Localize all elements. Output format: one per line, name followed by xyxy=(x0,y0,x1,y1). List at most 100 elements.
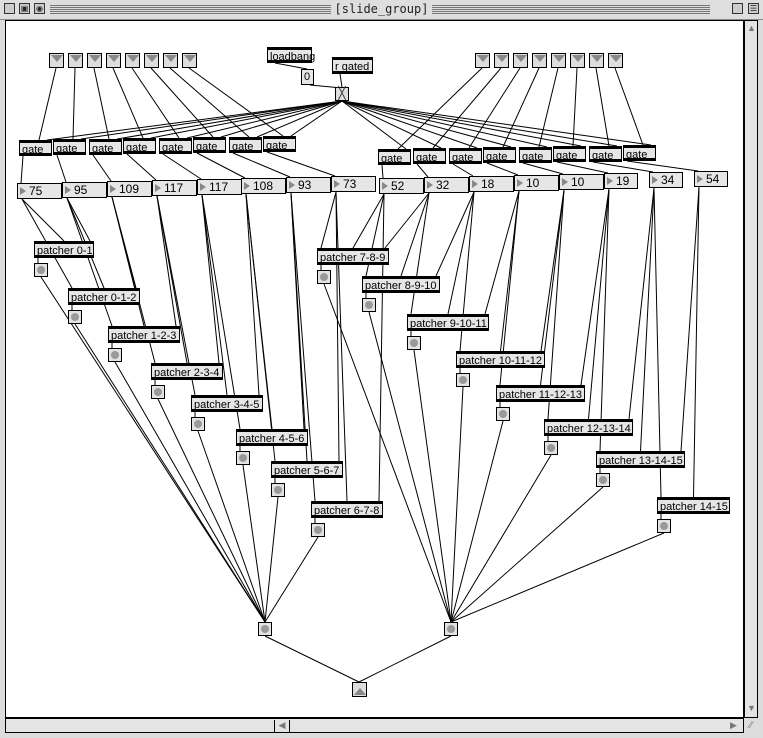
number-box[interactable]: 117 xyxy=(197,179,242,195)
bang-button[interactable] xyxy=(68,310,82,324)
patcher-object[interactable]: patcher 14-15 xyxy=(657,497,730,514)
lock-icon[interactable]: ▣ xyxy=(19,3,30,14)
toggle-button[interactable] xyxy=(49,53,64,68)
toggle-button[interactable] xyxy=(513,53,528,68)
gate-object[interactable]: gate xyxy=(193,137,226,153)
toggle-button[interactable] xyxy=(87,53,102,68)
bang-button[interactable] xyxy=(151,385,165,399)
number-box[interactable]: 117 xyxy=(152,180,197,196)
bang-button[interactable] xyxy=(407,336,421,350)
number-box[interactable]: 93 xyxy=(286,177,331,193)
toggle-button[interactable] xyxy=(125,53,140,68)
vertical-scrollbar[interactable]: ▲ ▼ xyxy=(744,20,758,718)
patcher-object[interactable]: patcher 13-14-15 xyxy=(596,451,685,468)
number-box[interactable]: 75 xyxy=(17,183,62,199)
gate-object[interactable]: gate xyxy=(483,147,516,163)
patcher-object[interactable]: patcher 6-7-8 xyxy=(311,501,383,518)
title-bar[interactable]: ▣ ◉ [slide_group] ☰ xyxy=(0,0,763,20)
gate-object[interactable]: gate xyxy=(263,136,296,152)
number-box[interactable]: 32 xyxy=(424,177,469,193)
number-box[interactable]: 109 xyxy=(107,181,152,197)
patcher-object[interactable]: patcher 0-1-2 xyxy=(68,288,140,305)
toggle-button[interactable] xyxy=(182,53,197,68)
number-box[interactable]: 18 xyxy=(469,176,514,192)
bang-button[interactable] xyxy=(496,407,510,421)
x-toggle[interactable]: ╳ xyxy=(335,87,349,101)
message-zero[interactable]: 0 xyxy=(301,69,314,85)
gate-object[interactable]: gate xyxy=(53,139,86,155)
number-box[interactable]: 10 xyxy=(514,175,559,191)
receive-gated-object[interactable]: r gated xyxy=(332,57,373,74)
scroll-down-arrow-icon[interactable]: ▼ xyxy=(747,703,756,713)
toggle-button[interactable] xyxy=(589,53,604,68)
collapse-box-icon[interactable]: ☰ xyxy=(748,3,759,14)
number-box[interactable]: 19 xyxy=(604,173,638,189)
gate-object[interactable]: gate xyxy=(519,147,552,163)
number-box[interactable]: 52 xyxy=(379,178,424,194)
patcher-object[interactable]: patcher 11-12-13 xyxy=(496,385,585,402)
gate-object[interactable]: gate xyxy=(89,139,122,155)
number-box[interactable]: 54 xyxy=(694,171,728,187)
bang-button[interactable] xyxy=(191,417,205,431)
patcher-object[interactable]: patcher 3-4-5 xyxy=(191,395,263,412)
bang-button[interactable] xyxy=(271,483,285,497)
patcher-object[interactable]: patcher 7-8-9 xyxy=(317,248,389,265)
gate-object[interactable]: gate xyxy=(413,148,446,164)
toggle-button[interactable] xyxy=(551,53,566,68)
gate-object[interactable]: gate xyxy=(378,149,411,165)
bang-button[interactable] xyxy=(657,519,671,533)
toggle-button[interactable] xyxy=(163,53,178,68)
bang-button[interactable] xyxy=(456,373,470,387)
toggle-button[interactable] xyxy=(106,53,121,68)
bang-button[interactable] xyxy=(362,298,376,312)
bang-button-right-collector[interactable] xyxy=(444,622,458,636)
patcher-object[interactable]: patcher 2-3-4 xyxy=(151,363,223,380)
patcher-object[interactable]: patcher 0-1 xyxy=(34,241,94,258)
patcher-object[interactable]: patcher 9-10-11 xyxy=(407,314,489,331)
bang-button[interactable] xyxy=(34,263,48,277)
resize-grip-icon[interactable]: ∕∕ xyxy=(744,718,758,733)
gate-object[interactable]: gate xyxy=(623,145,656,161)
scroll-up-arrow-icon[interactable]: ▲ xyxy=(747,23,756,33)
bang-button-left-collector[interactable] xyxy=(258,622,272,636)
scroll-left-arrow-icon[interactable]: ◀ xyxy=(274,720,290,732)
gate-object[interactable]: gate xyxy=(229,137,262,153)
close-box-icon[interactable] xyxy=(4,3,15,14)
zoom-box-icon[interactable] xyxy=(732,3,743,14)
gate-object[interactable]: gate xyxy=(123,138,156,154)
patcher-object[interactable]: patcher 1-2-3 xyxy=(108,326,180,343)
gate-object[interactable]: gate xyxy=(449,148,482,164)
scroll-right-arrow-icon[interactable]: ▶ xyxy=(730,720,737,730)
info-icon[interactable]: ◉ xyxy=(34,3,45,14)
patcher-object[interactable]: patcher 5-6-7 xyxy=(271,461,343,478)
number-box[interactable]: 10 xyxy=(559,174,604,190)
number-box[interactable]: 108 xyxy=(241,178,286,194)
toggle-button[interactable] xyxy=(494,53,509,68)
bang-button[interactable] xyxy=(317,270,331,284)
gate-object[interactable]: gate xyxy=(19,140,52,156)
toggle-button[interactable] xyxy=(570,53,585,68)
bang-button[interactable] xyxy=(596,473,610,487)
patcher-object[interactable]: patcher 4-5-6 xyxy=(236,429,308,446)
patcher-object[interactable]: patcher 10-11-12 xyxy=(456,351,545,368)
bang-button[interactable] xyxy=(544,441,558,455)
gate-object[interactable]: gate xyxy=(589,146,622,162)
number-box[interactable]: 34 xyxy=(649,172,683,188)
horizontal-scrollbar[interactable]: ◀ ▶ xyxy=(5,718,744,733)
gate-object[interactable]: gate xyxy=(159,138,192,154)
outlet-object[interactable] xyxy=(352,682,367,697)
toggle-button[interactable] xyxy=(608,53,623,68)
loadbang-object[interactable]: loadbang xyxy=(267,47,315,63)
toggle-button[interactable] xyxy=(144,53,159,68)
toggle-button[interactable] xyxy=(475,53,490,68)
toggle-button[interactable] xyxy=(68,53,83,68)
toggle-button[interactable] xyxy=(532,53,547,68)
bang-button[interactable] xyxy=(311,523,325,537)
number-box[interactable]: 73 xyxy=(331,176,376,192)
bang-button[interactable] xyxy=(236,451,250,465)
patcher-object[interactable]: patcher 12-13-14 xyxy=(544,419,633,436)
gate-object[interactable]: gate xyxy=(553,146,586,162)
bang-button[interactable] xyxy=(108,348,122,362)
number-box[interactable]: 95 xyxy=(62,182,107,198)
